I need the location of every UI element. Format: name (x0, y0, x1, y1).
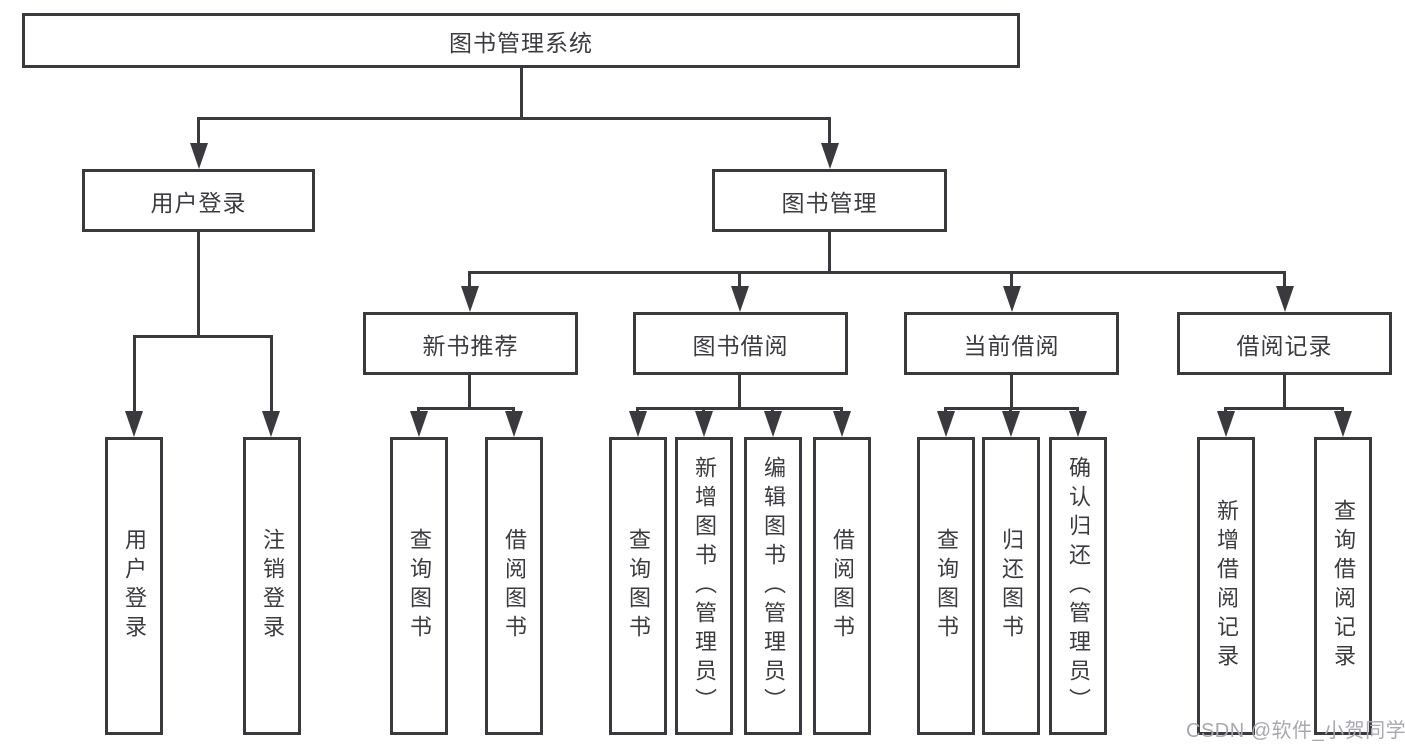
watermark-text: CSDN @软件_小贺同学 (1186, 720, 1405, 742)
node-label: 图书管理系统 (449, 29, 593, 56)
arrowhead-leaf (1217, 411, 1235, 437)
connector-leaf-stem (944, 407, 947, 413)
connector-group-hbar (636, 407, 843, 410)
leaf-borrow-books: 借阅图书 (485, 437, 543, 735)
arrowhead-leaf (937, 411, 955, 437)
leaf-user-login: 用户登录 (105, 437, 163, 735)
arrowhead-leaf (1069, 411, 1087, 437)
arrowhead-l3 (1276, 286, 1294, 312)
node-book-management: 图书管理 (712, 169, 947, 232)
connector-root-stem (520, 68, 523, 120)
node-root: 图书管理系统 (22, 13, 1020, 68)
node-label: 查询图书 (626, 528, 651, 644)
arrowhead-leaf (1334, 411, 1352, 437)
node-label: 图书借阅 (692, 332, 789, 359)
leaf-borrow-books: 借阅图书 (813, 437, 871, 735)
leaf-edit-books-admin: 编辑图书（管理员） (744, 437, 802, 735)
leaf-add-books-admin: 新增图书（管理员） (675, 437, 733, 735)
node-label: 归还图书 (999, 528, 1024, 644)
leaf-return-books: 归还图书 (982, 437, 1040, 735)
connector-leaf-stem (270, 335, 273, 411)
arrowhead-leaf (695, 411, 713, 437)
connector-leaf-stem (1009, 407, 1012, 413)
connector-leaf-stem (771, 407, 774, 413)
leaf-add-borrow-record: 新增借阅记录 (1197, 437, 1255, 735)
arrowhead-leaf (410, 411, 428, 437)
arrowhead-l3 (461, 286, 479, 312)
arrowhead-l3 (1003, 286, 1021, 312)
node-label: 注销登录 (260, 528, 285, 644)
arrowhead-leaf (262, 411, 280, 437)
connector-l3-stem (1283, 271, 1286, 286)
node-label: 借阅图书 (830, 528, 855, 644)
arrowhead-leaf (629, 411, 647, 437)
node-label: 编辑图书（管理员） (761, 455, 786, 717)
connector-l2-left-stem (197, 117, 200, 143)
connector-leaf-stem (512, 407, 515, 413)
connector-group-hbar (417, 407, 515, 410)
connector-group-stem (1010, 375, 1013, 410)
connector-leaf-stem (1341, 407, 1344, 413)
node-label: 用户登录 (150, 189, 247, 216)
leaf-logout: 注销登录 (243, 437, 301, 735)
node-label: 查询图书 (407, 528, 432, 644)
connector-leaf-stem (417, 407, 420, 413)
connector-leaf-stem (702, 407, 705, 413)
leaf-confirm-return-admin: 确认归还（管理员） (1049, 437, 1107, 735)
arrowhead-leaf (1002, 411, 1020, 437)
connector-l2-right-stem (828, 117, 831, 143)
node-label: 用户登录 (122, 528, 147, 644)
connector-group-stem (738, 375, 741, 410)
connector-leaf-stem (1076, 407, 1079, 413)
node-label: 查询借阅记录 (1331, 499, 1356, 673)
arrowhead-leaf (833, 411, 851, 437)
connector-group-hbar (1224, 407, 1344, 410)
connector-l3-stem (738, 271, 741, 286)
leaf-query-books: 查询图书 (609, 437, 667, 735)
arrowhead-l3 (731, 286, 749, 312)
connector-l3-stem (1010, 271, 1013, 286)
connector-leaf-stem (636, 407, 639, 413)
node-label: 借阅图书 (502, 528, 527, 644)
node-label: 借阅记录 (1236, 332, 1333, 359)
node-label: 新书推荐 (422, 332, 519, 359)
node-user-login: 用户登录 (82, 169, 315, 232)
connector-leaf-stem (840, 407, 843, 413)
node-current-borrowing: 当前借阅 (904, 312, 1119, 375)
leaf-query-borrow-record: 查询借阅记录 (1314, 437, 1372, 735)
connector-leaf-stem (1224, 407, 1227, 413)
node-label: 新增借阅记录 (1214, 499, 1239, 673)
connector-group-stem (468, 375, 471, 410)
leaf-query-books: 查询图书 (917, 437, 975, 735)
connector-login-hbar (133, 335, 273, 338)
node-label: 查询图书 (934, 528, 959, 644)
arrowhead-user-login (190, 143, 208, 169)
connector-root-hbar (197, 117, 831, 120)
arrowhead-leaf (125, 411, 143, 437)
connector-mgmt-stem (828, 232, 831, 274)
arrowhead-leaf (764, 411, 782, 437)
connector-mgmt-hbar (468, 271, 1286, 274)
node-label: 图书管理 (781, 189, 878, 216)
arrowhead-book-management (821, 143, 839, 169)
node-new-book-recommendation: 新书推荐 (363, 312, 578, 375)
node-borrow-records: 借阅记录 (1177, 312, 1392, 375)
arrowhead-leaf (505, 411, 523, 437)
connector-group-stem (1283, 375, 1286, 410)
node-book-borrowing: 图书借阅 (633, 312, 848, 375)
connector-leaf-stem (133, 335, 136, 411)
connector-l3-stem (468, 271, 471, 286)
node-label: 新增图书（管理员） (692, 455, 717, 717)
connector-login-stem (197, 232, 200, 338)
node-label: 确认归还（管理员） (1066, 455, 1091, 717)
leaf-query-books: 查询图书 (390, 437, 448, 735)
node-label: 当前借阅 (963, 332, 1060, 359)
